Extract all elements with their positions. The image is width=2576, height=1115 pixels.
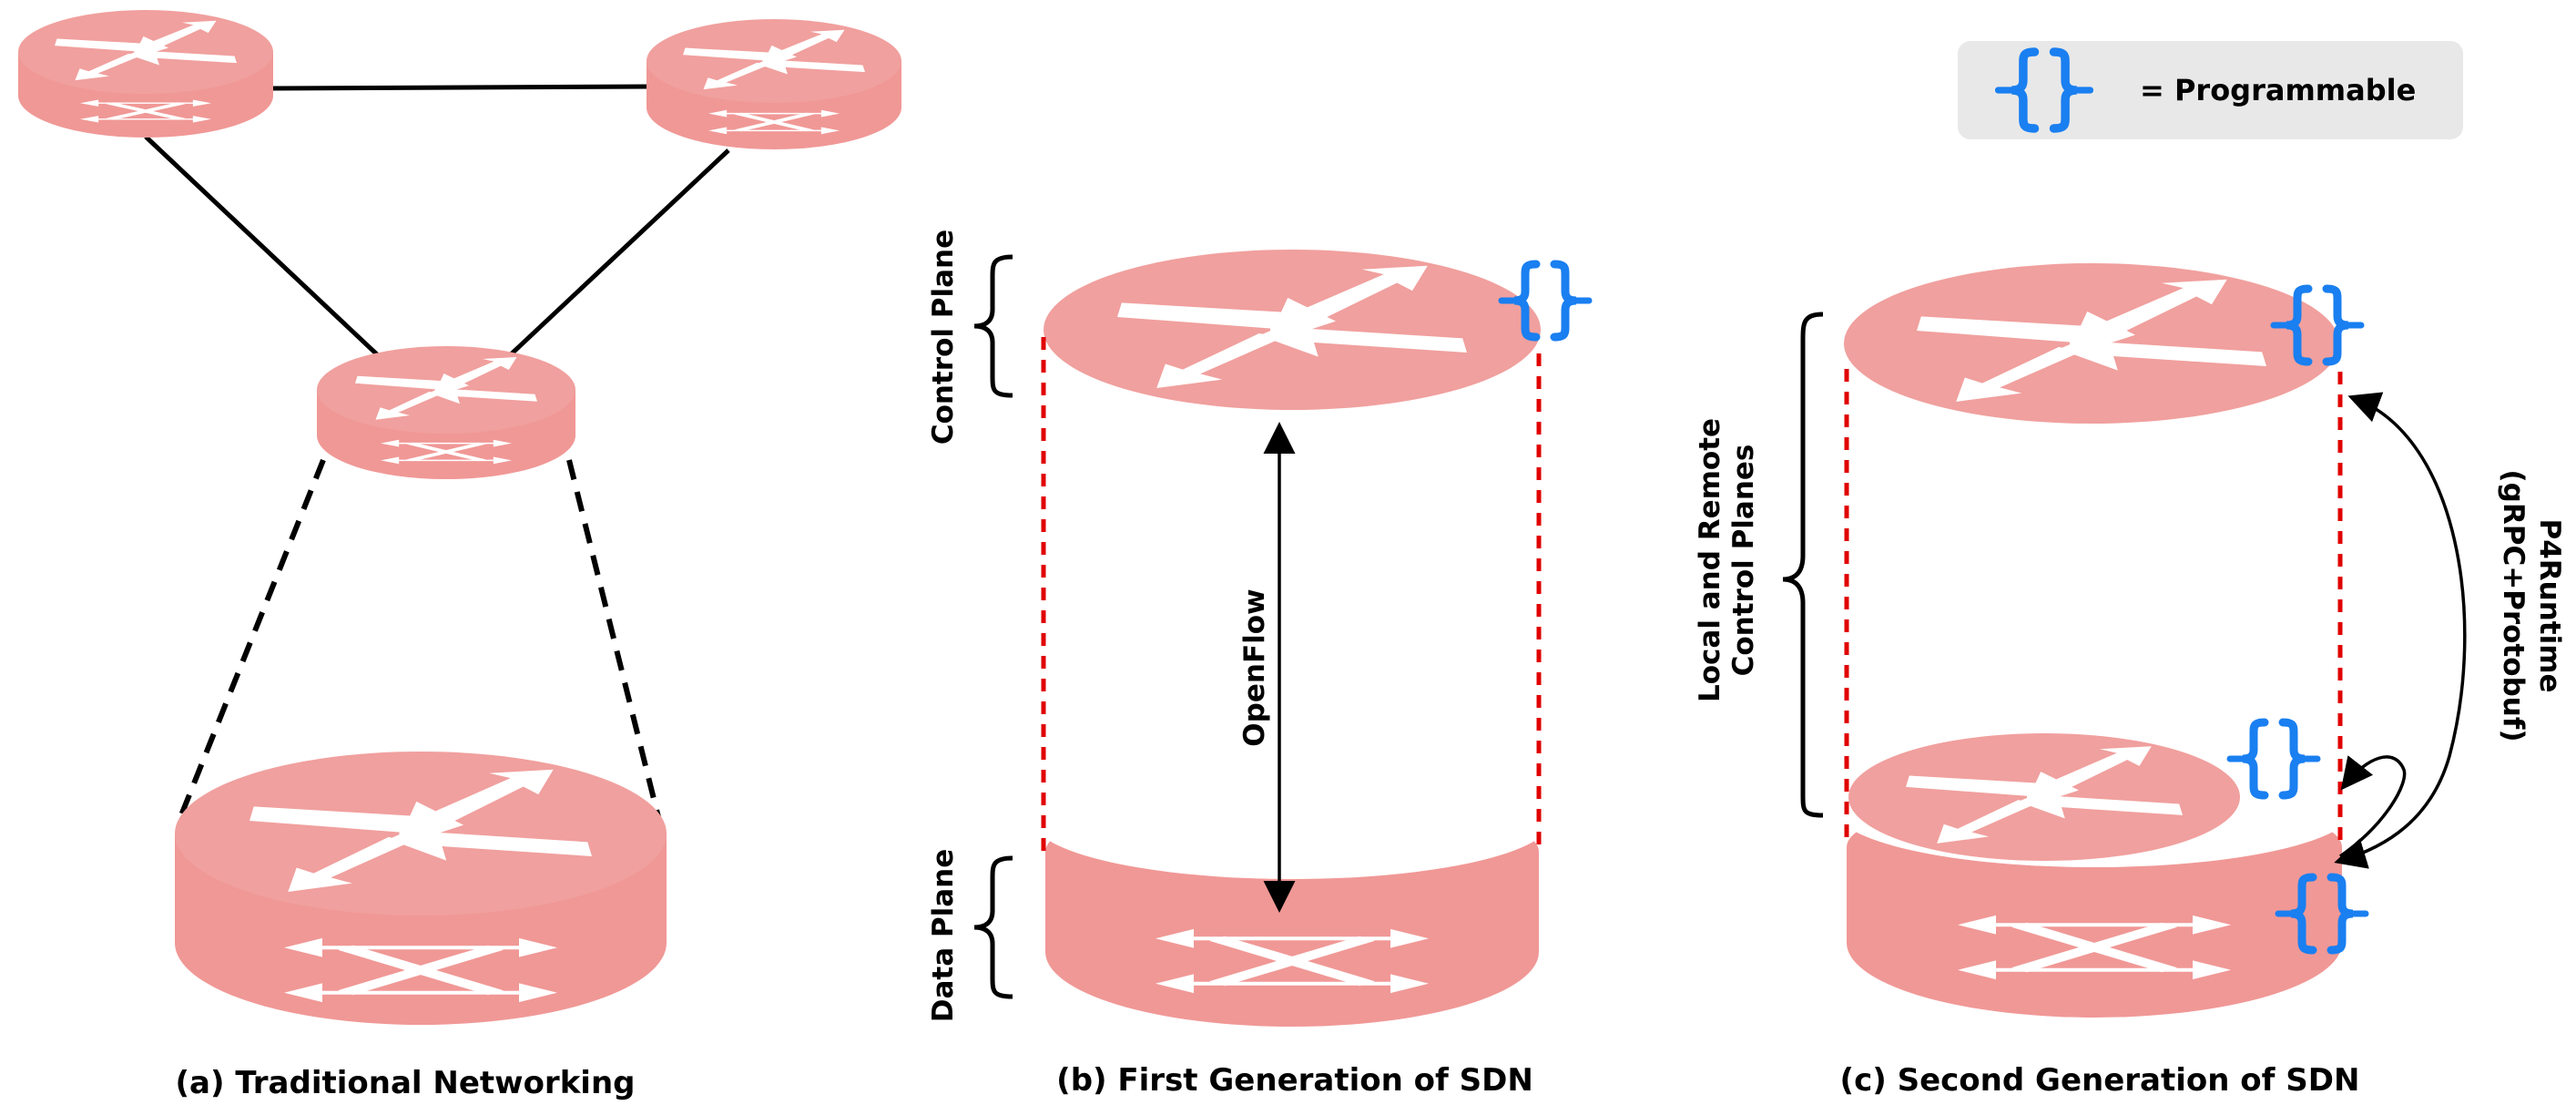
remote-control-plane-device: [1844, 263, 2339, 424]
local-control-plane-device: [1848, 733, 2240, 861]
data-plane-device: [1033, 761, 1552, 1027]
link-line: [144, 135, 380, 357]
legend-box: [1958, 41, 2463, 139]
control-planes-brace: [1782, 312, 1824, 818]
panel-caption: (a) Traditional Networking: [175, 1065, 635, 1101]
control-plane-brace: [973, 254, 1013, 398]
control-plane-device: [1044, 250, 1541, 410]
p4runtime-sublabel: (gRPC+Protobuf): [2497, 469, 2530, 742]
p4runtime-arrow: [2338, 755, 2407, 858]
p4runtime-label: P4Runtime: [2533, 518, 2566, 692]
p4runtime-arrow: [2334, 392, 2467, 869]
data-plane-brace: [973, 855, 1013, 999]
router-icon: [647, 19, 901, 149]
panel-caption: (b) First Generation of SDN: [1056, 1062, 1533, 1099]
link-line: [508, 148, 730, 357]
panel-first-generation-sdn: OpenFlow Control Plane Data Plane (b) Fi…: [927, 230, 1589, 1099]
router-icon: [18, 10, 273, 138]
link-line: [272, 84, 649, 91]
data-plane-label: Data Plane: [927, 849, 960, 1023]
panel-caption: (c) Second Generation of SDN: [1840, 1062, 2360, 1099]
control-planes-label: Local and Remote: [1694, 418, 1726, 702]
control-planes-sublabel: Control Planes: [1727, 445, 1760, 677]
legend-text: = Programmable: [2140, 73, 2416, 107]
router-icon: [175, 752, 667, 1025]
panel-second-generation-sdn: P4Runtime (gRPC+Protobuf) Local and Remo…: [1694, 263, 2566, 1099]
router-icon: [317, 346, 575, 479]
zoom-line: [566, 459, 663, 825]
openflow-label: OpenFlow: [1238, 588, 1271, 746]
legend: = Programmable: [1958, 41, 2463, 139]
control-plane-label: Control Plane: [927, 230, 960, 445]
panel-traditional-networking: (a) Traditional Networking: [18, 10, 901, 1101]
